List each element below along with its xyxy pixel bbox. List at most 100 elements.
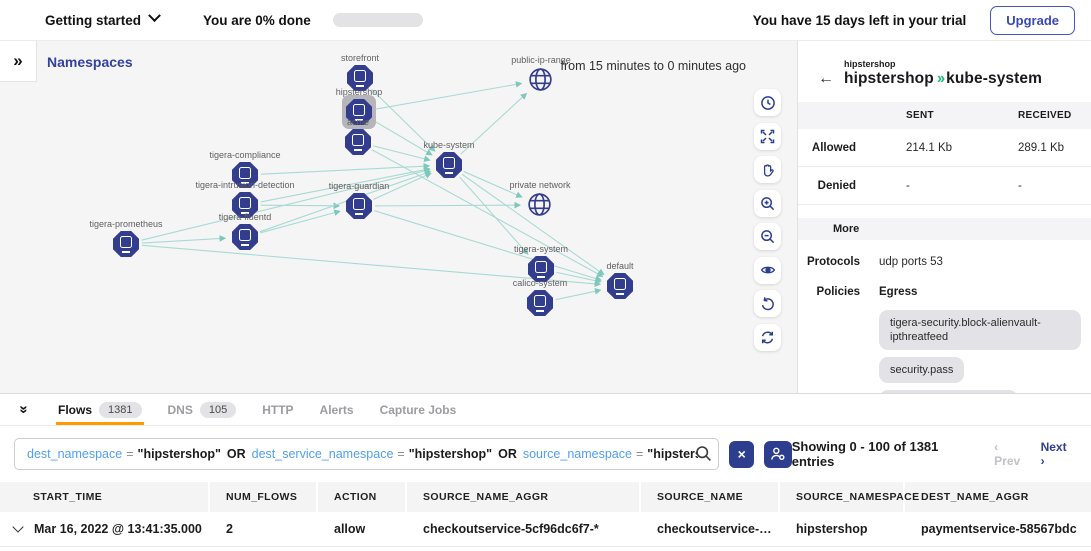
graph-node-label: hipstershop	[335, 87, 383, 97]
graph-node-label: tigera-compliance	[209, 150, 281, 160]
column-header-source_name_aggr[interactable]: SOURCE_NAME_AGGR	[407, 482, 641, 512]
tab-count-badge: 105	[199, 401, 237, 418]
graph-edges	[141, 81, 605, 301]
graph-node-label: storefront	[340, 53, 380, 63]
progress-bar	[332, 13, 423, 27]
policy-pill[interactable]: security.pass	[879, 357, 965, 383]
tab-dns[interactable]: DNS 105	[166, 394, 239, 425]
egress-label: Egress	[879, 286, 918, 298]
network-globe-icon	[528, 67, 554, 93]
column-header-source_namespace[interactable]: SOURCE_NAMESPACE	[780, 482, 919, 512]
progress-label: You are 0% done	[203, 12, 311, 28]
query-value: "hipstershop"	[647, 447, 698, 461]
query-op: =	[635, 447, 644, 461]
namespace-icon	[232, 224, 258, 250]
chevron-down-icon	[148, 9, 161, 23]
zoom-in-icon[interactable]	[754, 189, 781, 217]
collapse-panel-icon[interactable]: »	[15, 405, 33, 414]
query-field: dest_service_namespace	[251, 447, 394, 461]
query-keyword: OR	[226, 447, 246, 461]
namespace-icon	[527, 290, 553, 316]
pagination: ‹ Prev Next ›	[994, 440, 1073, 468]
namespace-icon	[347, 65, 373, 91]
cell-source_name_aggr: checkoutservice-5cf96dc6f7-*	[423, 522, 599, 536]
tab-http[interactable]: HTTP	[260, 394, 295, 425]
graph-title: Namespaces	[47, 54, 133, 70]
table-row[interactable]: Mar 16, 2022 @ 13:41:35.000 2 allow checkou…	[0, 512, 1091, 547]
namespace-icon	[346, 193, 372, 219]
undo-icon[interactable]	[754, 290, 781, 317]
graph-node-label: private network	[509, 180, 571, 190]
cell-num_flows: 2	[226, 522, 233, 536]
received-column-header: RECEIVED	[1018, 110, 1072, 121]
prev-page-button[interactable]: ‹ Prev	[994, 440, 1021, 468]
sent-column-header: SENT	[906, 110, 934, 121]
protocols-row: Protocols udp ports 53	[806, 256, 943, 268]
expand-sidebar-button[interactable]: »	[0, 41, 37, 82]
namespace-icon	[346, 99, 372, 125]
policy-pill[interactable]: platform.allow-kube-dns	[879, 390, 1018, 394]
graph-node-label: default	[606, 261, 634, 271]
detail-table-header: SENT RECEIVED	[798, 102, 1091, 129]
detail-eyebrow: hipstershop	[844, 59, 896, 69]
flows-table-body: Mar 16, 2022 @ 13:41:35.000 2 allow checkou…	[0, 512, 1091, 547]
showing-entries-label: Showing 0 - 100 of 1381 entries	[791, 439, 939, 469]
clock-icon[interactable]	[754, 89, 781, 116]
graph-node-label: calico-system	[512, 278, 568, 288]
saved-search-button[interactable]	[764, 440, 792, 468]
query-value: "hipstershop"	[137, 447, 221, 461]
upgrade-button[interactable]: Upgrade	[990, 5, 1075, 35]
back-arrow-icon[interactable]: ←	[818, 70, 834, 87]
namespace-icon	[113, 231, 139, 257]
more-section-header: More	[798, 218, 1091, 240]
graph-node-label: tigera-fluentd	[218, 212, 272, 222]
chevrons-right-icon: »	[13, 51, 23, 70]
column-header-source_name[interactable]: SOURCE_NAME	[641, 482, 780, 512]
cell-source_namespace: hipstershop	[796, 522, 868, 536]
getting-started-dropdown[interactable]: Getting started	[45, 9, 161, 28]
flow-direction-icon: ››	[936, 70, 945, 87]
graph-node-label: tigera-system	[513, 244, 569, 254]
detail-panel: hipstershop ← hipstershop››kube-system S…	[797, 40, 1091, 394]
next-page-button[interactable]: Next ›	[1040, 440, 1067, 468]
protocols-value: udp ports 53	[879, 256, 943, 268]
eye-icon[interactable]	[754, 256, 781, 284]
column-header-start_time[interactable]: START_TIME	[0, 482, 210, 512]
graph-node-label: kube-system	[423, 140, 475, 150]
policy-pill[interactable]: tigera-security.block-alienvault-ipthrea…	[879, 310, 1081, 350]
denied-row: Denied - -	[798, 167, 1091, 205]
namespace-icon	[607, 273, 633, 299]
graph-node-label: tigera-intrusion-detection	[195, 180, 295, 190]
tab-label: DNS	[167, 402, 193, 417]
column-header-action[interactable]: ACTION	[318, 482, 407, 512]
namespace-icon	[232, 162, 258, 188]
tab-label: Capture Jobs	[379, 402, 457, 417]
expand-row-icon[interactable]	[12, 521, 24, 533]
refresh-icon[interactable]	[754, 323, 781, 351]
tab-alerts[interactable]: Alerts	[318, 394, 356, 425]
policy-pills: tigera-security.block-alienvault-ipthrea…	[879, 303, 1081, 394]
column-header-num_flows[interactable]: NUM_FLOWS	[210, 482, 318, 512]
namespace-icon	[232, 192, 258, 218]
tab-capture-jobs[interactable]: Capture Jobs	[378, 394, 459, 425]
namespace-icon	[345, 129, 371, 155]
query-field: source_namespace	[522, 447, 632, 461]
cell-start_time: Mar 16, 2022 @ 13:41:35.000	[0, 512, 210, 546]
pan-hand-icon[interactable]	[754, 156, 781, 183]
fit-view-icon[interactable]	[754, 122, 781, 150]
column-header-dest_name_aggr[interactable]: DEST_NAME_AGGR	[921, 491, 1029, 503]
clear-search-button[interactable]: ×	[729, 440, 755, 468]
cell-action: allow	[334, 522, 366, 536]
zoom-out-icon[interactable]	[754, 223, 781, 250]
graph-node-label: public-ip-range	[511, 55, 571, 65]
network-globe-icon	[527, 192, 553, 218]
